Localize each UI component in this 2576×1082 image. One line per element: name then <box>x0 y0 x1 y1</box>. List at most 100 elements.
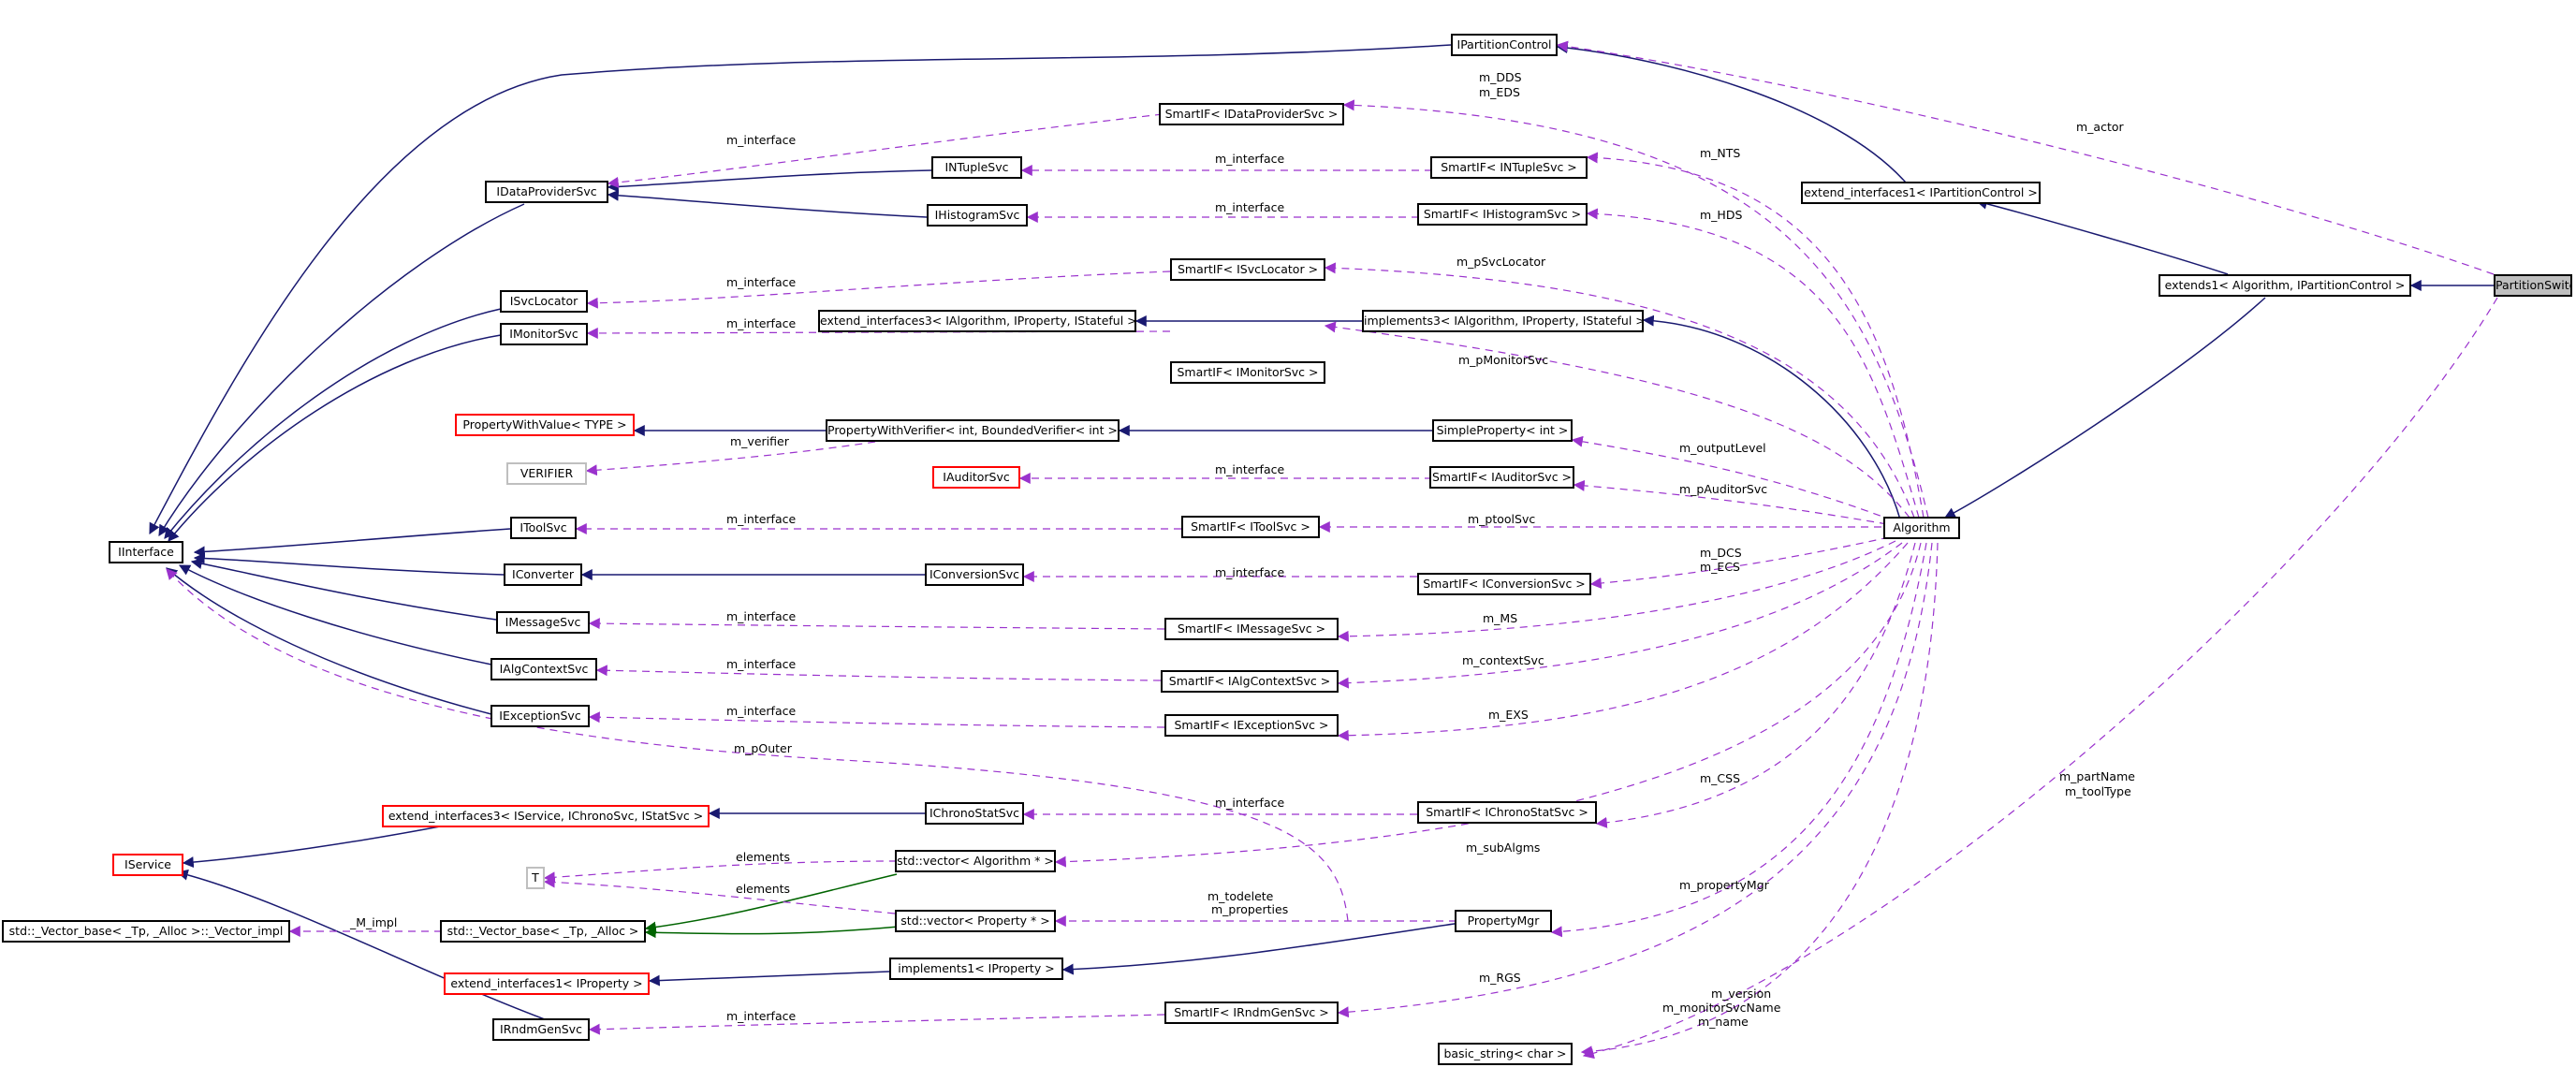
label-m-pouter: m_pOuter <box>734 741 793 755</box>
node-implements3[interactable]: implements3< IAlgorithm, IProperty, ISta… <box>1362 310 1644 332</box>
label-elements-prop: elements <box>736 882 790 896</box>
template-edges <box>644 873 900 939</box>
node-vector-impl[interactable]: std::_Vector_base< _Tp, _Alloc >::_Vecto… <box>2 920 290 943</box>
node-intuplesvc[interactable]: INTupleSvc <box>931 156 1022 179</box>
edge-alg-smartif-nts <box>1586 152 1925 519</box>
edge-alg-simpleprop <box>1571 435 1894 521</box>
node-imessagesvc[interactable]: IMessageSvc <box>496 611 590 634</box>
node-isvclocator[interactable]: ISvcLocator <box>500 290 588 313</box>
label-m-pmonitorsvc: m_pMonitorSvc <box>1458 353 1548 367</box>
edge-ialgctx-iinterface <box>178 564 492 665</box>
usage-edges <box>166 40 2498 1060</box>
node-smartif-imessagesvc[interactable]: SmartIF< IMessageSvc > <box>1164 618 1339 640</box>
label-m-verifier: m_verifier <box>730 434 790 448</box>
node-iservice[interactable]: IService <box>112 854 183 876</box>
node-iexceptionsvc[interactable]: IExceptionSvc <box>490 705 590 727</box>
node-implements1[interactable]: implements1< IProperty > <box>889 958 1063 980</box>
edge-propmgr-implements1 <box>1061 922 1461 975</box>
node-iinterface[interactable]: IInterface <box>109 541 183 563</box>
node-smartif-iauditorsvc[interactable]: SmartIF< IAuditorSvc > <box>1429 466 1574 489</box>
label-m-pauditorsvc: m_pAuditorSvc <box>1679 482 1767 496</box>
label-m-interface-msg: m_interface <box>726 609 796 623</box>
node-verifier[interactable]: VERIFIER <box>506 462 587 485</box>
label-m-interface-aud: m_interface <box>1215 462 1284 476</box>
node-smartif-irndmgensvc[interactable]: SmartIF< IRndmGenSvc > <box>1164 1002 1339 1024</box>
label-m-css: m_CSS <box>1700 771 1740 785</box>
edge-isvc-iinterface <box>164 308 502 539</box>
edge-vecalg-vecbase <box>644 873 898 933</box>
node-extend-interfaces3-service[interactable]: extend_interfaces3< IService, IChronoSvc… <box>382 805 710 827</box>
node-t-param[interactable]: T <box>526 867 545 889</box>
edge-vecprop-vecbase <box>644 926 900 939</box>
node-extend-interfaces3-algorithm[interactable]: extend_interfaces3< IAlgorithm, IPropert… <box>818 310 1136 332</box>
edge-ihisto-idp <box>607 189 928 218</box>
node-iconverter[interactable]: IConverter <box>504 563 582 586</box>
edge-imon-iinterface <box>168 334 502 542</box>
edge-alg-smartif-exc <box>1337 542 1909 741</box>
node-simple-property[interactable]: SimpleProperty< int > <box>1432 419 1573 442</box>
edge-alg-propmgr <box>1550 542 1927 938</box>
node-imonitorsvc[interactable]: IMonitorSvc <box>500 323 588 345</box>
edge-alg-smartif-conv <box>1589 536 1890 590</box>
node-idataprovidersvc[interactable]: IDataProviderSvc <box>485 181 608 203</box>
node-ichronostatsvc[interactable]: IChronoStatSvc <box>925 802 1024 825</box>
node-smartif-intuplesvc[interactable]: SmartIF< INTupleSvc > <box>1430 156 1588 179</box>
edge-imsg-iinterface <box>190 558 497 621</box>
label-m-dds: m_DDS <box>1479 70 1522 84</box>
label-m-eds: m_EDS <box>1479 85 1520 99</box>
node-smartif-ihistogramsvc[interactable]: SmartIF< IHistogramSvc > <box>1417 203 1588 226</box>
node-smartif-iexceptionsvc[interactable]: SmartIF< IExceptionSvc > <box>1164 714 1339 737</box>
node-property-mgr[interactable]: PropertyMgr <box>1455 910 1552 932</box>
node-smartif-idataprovidersvc[interactable]: SmartIF< IDataProviderSvc > <box>1159 103 1344 125</box>
node-extends1[interactable]: extends1< Algorithm, IPartitionControl > <box>2159 274 2411 297</box>
edge-extends1-algorithm <box>1943 297 2266 519</box>
label-m-ms: m_MS <box>1483 611 1517 625</box>
edge-smartif-exc-iexc <box>588 711 1165 728</box>
node-smartif-iconversionsvc[interactable]: SmartIF< IConversionSvc > <box>1417 573 1591 595</box>
label-m-hds: m_HDS <box>1700 208 1742 222</box>
node-ipartition-control[interactable]: IPartitionControl <box>1451 34 1558 56</box>
edge-alg-smartif-svcloc <box>1324 262 1915 519</box>
label-m-actor: m_actor <box>2076 120 2125 134</box>
label-m-dcs: m_DCS <box>1700 546 1742 560</box>
node-smartif-ichronostatsvc[interactable]: SmartIF< IChronoStatSvc > <box>1417 801 1597 824</box>
node-vector-property[interactable]: std::vector< Property * > <box>895 910 1056 932</box>
edge-alg-basicstring <box>1580 542 1939 1058</box>
label-m-interface-rndm: m_interface <box>726 1009 796 1023</box>
node-vector-algorithm[interactable]: std::vector< Algorithm * > <box>895 850 1056 872</box>
edge-iexc-iinterface <box>166 567 492 715</box>
label-m-impl: _M_impl <box>349 915 397 929</box>
label-m-interface-mon: m_interface <box>726 316 796 330</box>
node-iauditorsvc[interactable]: IAuditorSvc <box>932 466 1020 489</box>
node-itoolsvc[interactable]: IToolSvc <box>510 517 577 539</box>
node-extend-interfaces1-partition-control[interactable]: extend_interfaces1< IPartitionControl > <box>1801 182 2041 204</box>
node-algorithm[interactable]: Algorithm <box>1883 517 1960 539</box>
edge-smartif-dds-idp <box>607 113 1164 188</box>
label-elements-alg: elements <box>736 850 790 864</box>
edge-itool-iinterface <box>193 528 511 558</box>
node-extend-interfaces1-property[interactable]: extend_interfaces1< IProperty > <box>444 972 650 995</box>
edge-implements1-extint1prop <box>648 971 890 987</box>
node-smartif-isvclocator[interactable]: SmartIF< ISvcLocator > <box>1170 258 1325 281</box>
node-ialgcontextsvc[interactable]: IAlgContextSvc <box>490 658 597 680</box>
node-smartif-imonitorsvc[interactable]: SmartIF< IMonitorSvc > <box>1170 361 1325 384</box>
node-ihistogramsvc[interactable]: IHistogramSvc <box>927 204 1028 227</box>
label-m-partname: m_partName <box>2059 769 2135 783</box>
label-m-subalgms: m_subAlgms <box>1466 841 1540 855</box>
node-vector-base[interactable]: std::_Vector_base< _Tp, _Alloc > <box>440 920 646 943</box>
edge-alg-smartif-hds <box>1586 208 1920 519</box>
node-smartif-itoolsvc[interactable]: SmartIF< IToolSvc > <box>1181 516 1320 538</box>
edge-alg-smartif-dds <box>1342 99 1929 519</box>
node-partition-switch-alg[interactable]: PartitionSwitchAlg <box>2494 274 2572 297</box>
node-iconversionsvc[interactable]: IConversionSvc <box>925 563 1024 586</box>
node-basic-string[interactable]: basic_string< char > <box>1438 1043 1573 1065</box>
label-m-interface-dds: m_interface <box>726 133 796 147</box>
node-property-with-verifier[interactable]: PropertyWithVerifier< int, BoundedVerifi… <box>826 419 1120 442</box>
node-property-with-value[interactable]: PropertyWithValue< TYPE > <box>455 414 635 436</box>
label-m-ecs: m_ECS <box>1700 560 1740 574</box>
label-m-interface-ctx: m_interface <box>726 657 796 671</box>
label-m-interface-conv: m_interface <box>1215 565 1284 579</box>
node-irndmgensvc[interactable]: IRndmGenSvc <box>492 1018 590 1041</box>
label-m-todelete: m_todelete <box>1208 889 1274 903</box>
node-smartif-ialgcontextsvc[interactable]: SmartIF< IAlgContextSvc > <box>1161 670 1339 693</box>
